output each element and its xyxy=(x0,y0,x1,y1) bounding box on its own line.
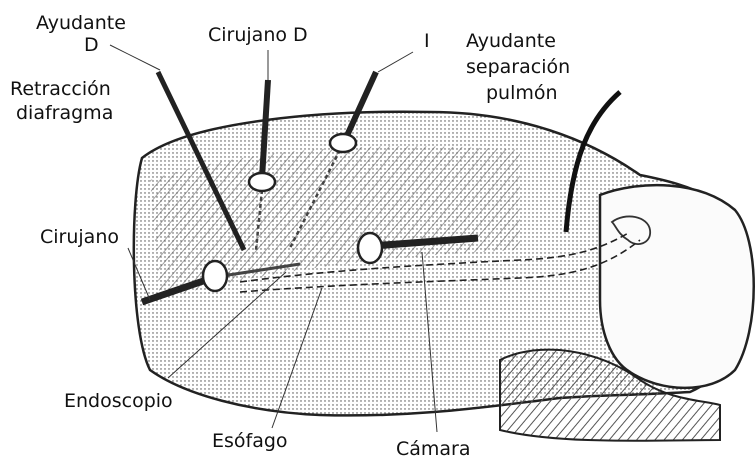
port-cirujano xyxy=(203,261,227,291)
label-retraccion-line2: diafragma xyxy=(16,102,113,124)
label-ayudante-d-line1: Ayudante xyxy=(36,12,126,34)
label-esofago: Esófago xyxy=(212,430,288,452)
leader-ayudante-i xyxy=(378,52,413,72)
label-retraccion-line1: Retracción xyxy=(10,78,111,100)
label-letter-i: I xyxy=(424,30,430,52)
leader-ayudante-d xyxy=(110,45,160,70)
patient-head xyxy=(600,185,754,388)
label-ayudante-sep-line1: Ayudante xyxy=(466,30,556,52)
label-ayudante-sep-line3: pulmón xyxy=(486,82,558,104)
port-ayudante-i xyxy=(330,134,356,152)
label-cirujano: Cirujano xyxy=(40,226,119,248)
label-cirujano-d: Cirujano D xyxy=(208,24,308,46)
label-ayudante-d-line2: D xyxy=(84,34,99,56)
label-endoscopio: Endoscopio xyxy=(64,390,173,412)
label-ayudante-sep-line2: separación xyxy=(466,56,570,78)
label-camara: Cámara xyxy=(396,438,471,460)
port-camara xyxy=(358,233,382,263)
port-cirujano-d xyxy=(249,173,275,191)
